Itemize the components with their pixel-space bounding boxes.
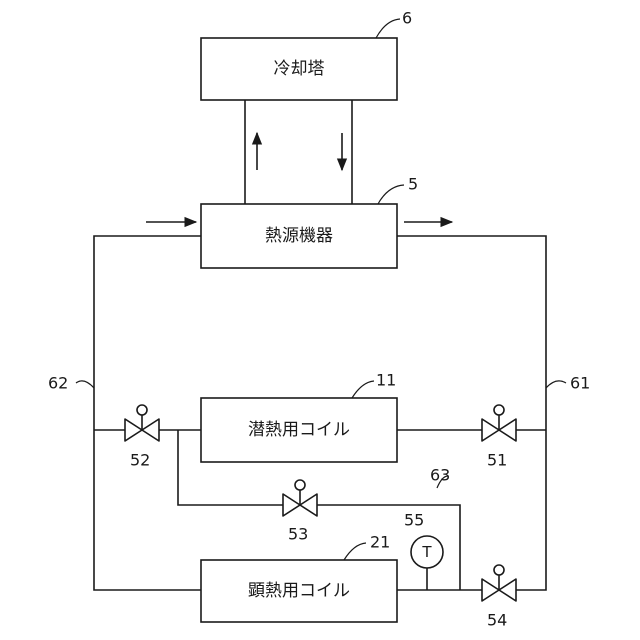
valve-53 (283, 480, 317, 516)
right-main-pipe (397, 236, 546, 590)
heat-source-label: 熱源機器 (265, 226, 333, 246)
sensible-coil-leader (344, 543, 366, 560)
sensible-coil-label: 顕熱用コイル (248, 581, 350, 601)
valve-51-ref: 51 (487, 451, 507, 470)
valve-54 (482, 565, 516, 601)
left-main-ref: 62 (48, 374, 68, 393)
valve-53-ref: 53 (288, 525, 308, 544)
valve-54-ref: 54 (487, 611, 507, 630)
valve-52-ref: 52 (130, 451, 150, 470)
heat-source-leader (378, 185, 404, 204)
right-main-ref: 61 (570, 374, 590, 393)
bypass-ref: 63 (430, 466, 450, 485)
left-main-pipe (94, 236, 201, 590)
cooling-tower-ref: 6 (402, 9, 412, 28)
left-main-leader (76, 381, 94, 388)
valve-51 (482, 405, 516, 441)
temperature-sensor-symbol: T (421, 543, 432, 561)
latent-coil-label: 潜熱用コイル (248, 420, 350, 440)
sensible-coil-ref: 21 (370, 533, 390, 552)
heat-source-ref: 5 (408, 175, 418, 194)
sensor-ref: 55 (404, 511, 424, 530)
valve-52 (125, 405, 159, 441)
right-main-leader (546, 381, 566, 388)
latent-coil-ref: 11 (376, 371, 396, 390)
cooling-tower-label: 冷却塔 (274, 59, 325, 79)
cooling-tower-leader (376, 19, 400, 38)
latent-coil-leader (352, 381, 374, 398)
